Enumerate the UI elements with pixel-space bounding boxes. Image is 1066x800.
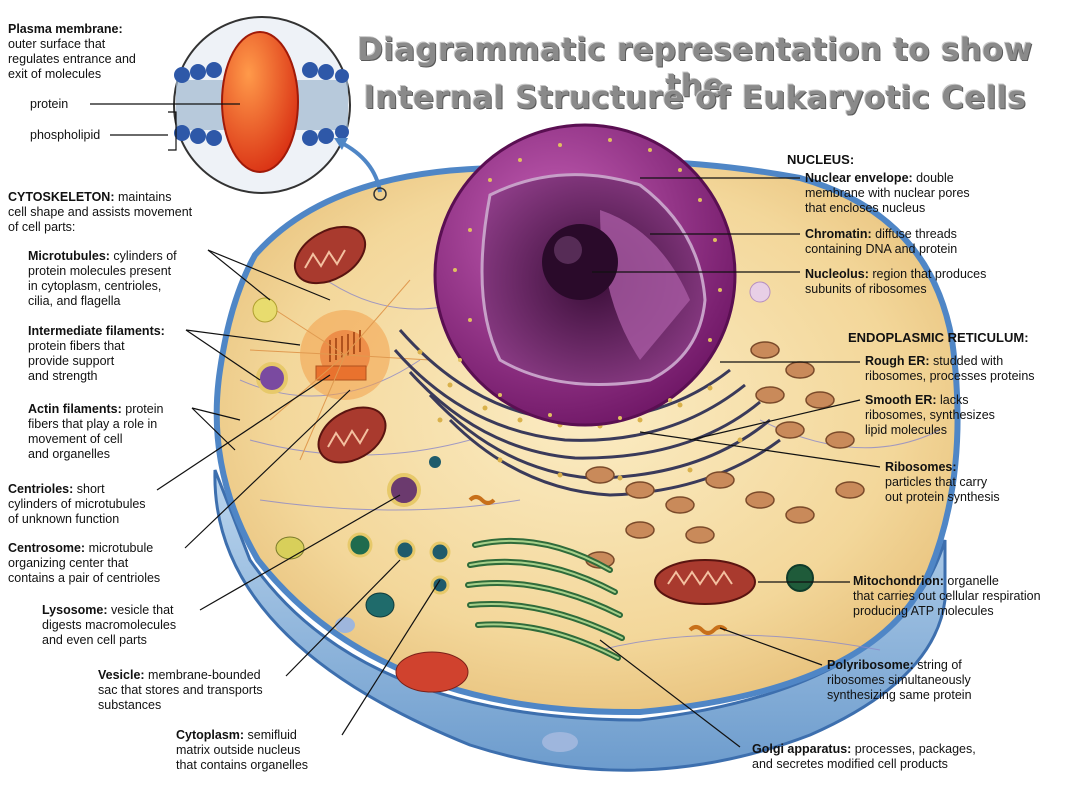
vesicle xyxy=(430,575,450,595)
label-chromatin: Chromatin: diffuse threads containing DN… xyxy=(805,227,958,256)
leader-lines xyxy=(90,103,881,748)
label-centrioles: Centrioles: short cylinders of microtubu… xyxy=(8,482,146,526)
lysosome xyxy=(256,362,288,394)
phospholipid-heads xyxy=(174,62,349,146)
vesicle xyxy=(347,532,373,558)
label-mitochondrion: Mitochondrion: organelle that carries ou… xyxy=(853,574,1041,618)
label-intermediate-filaments: Intermediate filaments: protein fibers t… xyxy=(28,324,165,383)
label-cytoskeleton: CYTOSKELETON: maintains cell shape and a… xyxy=(8,190,193,234)
inset-arrow xyxy=(339,140,382,193)
centriole xyxy=(329,330,361,362)
smooth-er xyxy=(585,341,865,569)
base-vesicle xyxy=(395,651,469,693)
header-endoplasmic-reticulum: ENDOPLASMIC RETICULUM: xyxy=(848,330,1029,345)
label-rough-er: Rough ER: studded with ribosomes, proces… xyxy=(865,354,1035,383)
label-cytoplasm: Cytoplasm: semifluid matrix outside nucl… xyxy=(176,728,309,772)
label-ribosomes: Ribosomes: particles that carry out prot… xyxy=(885,460,1000,504)
cristae xyxy=(304,249,733,586)
title-line-1: Diagrammatic representation to show the xyxy=(357,32,1033,104)
vesicle xyxy=(786,564,814,592)
vesicle xyxy=(429,541,451,563)
title-line-2: Internal Structure of Eukaryotic Cells xyxy=(363,80,1027,116)
label-vesicle: Vesicle: membrane-bounded sac that store… xyxy=(98,668,263,712)
label-smooth-er: Smooth ER: lacks ribosomes, synthesizes … xyxy=(865,393,995,437)
label-plasma-membrane: Plasma membrane: outer surface that regu… xyxy=(8,22,136,81)
label-actin-filaments: Actin filaments: protein fibers that pla… xyxy=(28,402,164,461)
header-nucleus: NUCLEUS: xyxy=(787,152,855,167)
vesicle xyxy=(749,281,771,303)
label-nuclear-envelope: Nuclear envelope: double membrane with n… xyxy=(805,171,970,215)
base-vesicle xyxy=(275,536,305,560)
vesicle xyxy=(429,456,441,468)
nucleolus xyxy=(542,224,618,300)
cell-base xyxy=(213,469,947,772)
lysosome xyxy=(387,473,421,507)
mitochondrion xyxy=(293,225,756,605)
base-vesicle xyxy=(542,732,578,752)
label-phospholipid: phospholipid xyxy=(30,128,101,142)
base-vesicle xyxy=(335,617,355,633)
label-microtubules: Microtubules: cylinders of protein molec… xyxy=(28,249,177,308)
nuclear-pores xyxy=(453,138,722,420)
membrane-protein xyxy=(221,31,299,173)
label-protein: protein xyxy=(30,97,69,111)
label-nucleolus: Nucleolus: region that produces subunits… xyxy=(805,267,987,296)
vesicle xyxy=(252,297,278,323)
label-lysosome: Lysosome: vesicle that digests macromole… xyxy=(42,603,177,647)
label-polyribosome: Polyribosome: string of ribosomes simult… xyxy=(827,658,972,702)
base-vesicle xyxy=(365,592,395,618)
polyribosome xyxy=(688,625,728,635)
chromatin xyxy=(600,210,690,360)
vesicle xyxy=(394,539,416,561)
label-golgi-apparatus: Golgi apparatus: processes, packages, an… xyxy=(752,742,976,771)
label-centrosome: Centrosome: microtubule organizing cente… xyxy=(8,541,161,585)
